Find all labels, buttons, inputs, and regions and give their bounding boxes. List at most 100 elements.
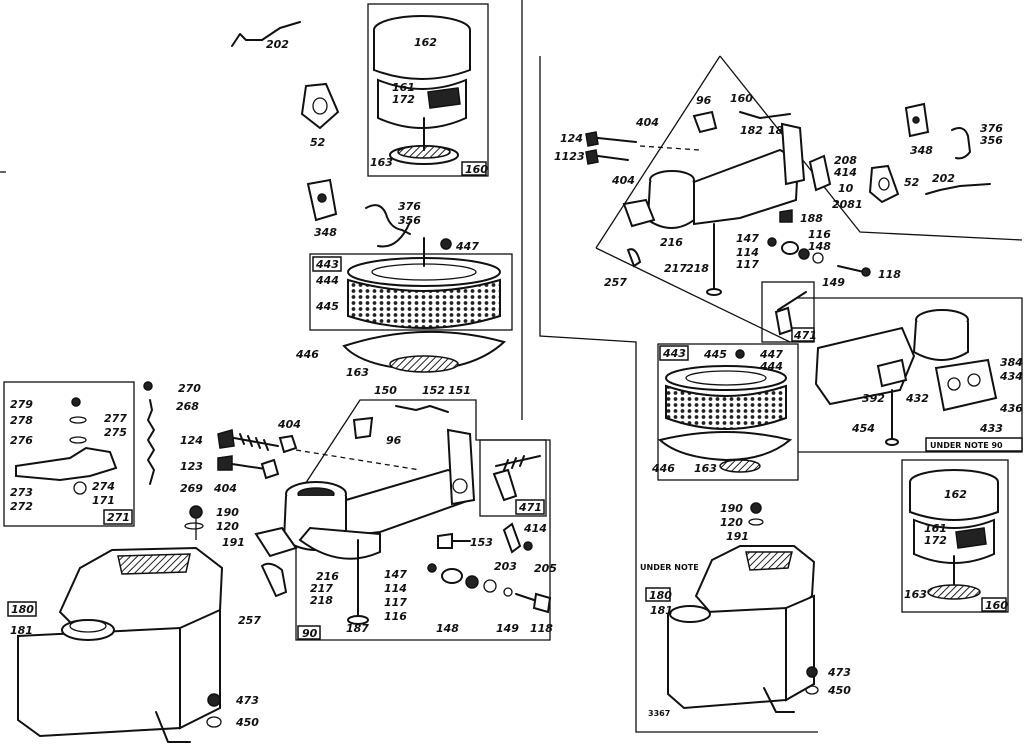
part-271-throttle-assembly: 279 278 277 276 275 273 274 272 171 271 — [3, 381, 135, 527]
label-96: 96 — [386, 434, 402, 447]
label-404b: 404 — [213, 482, 237, 495]
right-carburetor-under-note-90: 384 434 392 432 436 433 454 UNDER NOTE 9… — [798, 297, 1023, 453]
part-90-carburetor-assembly: 150 152 151 96 404 124 123 404 187 216 2… — [180, 384, 557, 641]
label-r148: 148 — [808, 240, 831, 253]
right-air-filter-assembly: 443 445 447 444 446 163 — [651, 343, 799, 481]
label-r444: 444 — [759, 360, 783, 373]
label-r2081: 2081 — [832, 198, 863, 211]
label-218: 218 — [310, 594, 333, 607]
label-268: 268 — [176, 400, 199, 413]
part-446-base: 446 163 — [295, 330, 506, 379]
part-473-450-left: 473 450 — [206, 693, 259, 729]
label-r376: 376 — [980, 122, 1003, 135]
part-160-aircleaner-assembly: 162 161 172 163 160 — [367, 3, 489, 177]
label-r191: 191 — [726, 530, 749, 543]
label-r190: 190 — [720, 502, 743, 515]
label-r160: 160 — [730, 92, 753, 105]
label-151: 151 — [448, 384, 471, 397]
label-r163b: 163 — [904, 588, 927, 601]
label-118: 118 — [530, 622, 553, 635]
label-277: 277 — [104, 412, 127, 425]
label-147: 147 — [384, 568, 407, 581]
label-r120: 120 — [720, 516, 743, 529]
label-152: 152 — [422, 384, 445, 397]
label-273: 273 — [10, 486, 33, 499]
label-r208: 208 — [834, 154, 857, 167]
label-r445: 445 — [703, 348, 727, 361]
label-276: 276 — [10, 434, 33, 447]
label-180: 180 — [11, 603, 34, 616]
label-117: 117 — [384, 596, 407, 609]
label-202: 202 — [266, 38, 289, 51]
right-fuel-tank: 190 120 191 UNDER NOTE 180 181 473 450 3… — [640, 502, 851, 718]
label-269: 269 — [180, 482, 203, 495]
part-443-air-filter-assembly: 447 443 444 445 — [309, 237, 513, 331]
right-aircleaner-cup-160: 162 161 172 163 160 — [901, 459, 1009, 613]
label-148: 148 — [436, 622, 459, 635]
label-r1123: 1123 — [554, 150, 585, 163]
label-r414: 414 — [833, 166, 857, 179]
label-274: 274 — [92, 480, 115, 493]
label-r149: 149 — [822, 276, 845, 289]
label-279: 279 — [10, 398, 33, 411]
label-446: 446 — [295, 348, 319, 361]
label-r433: 433 — [979, 422, 1003, 435]
label-205: 205 — [534, 562, 557, 575]
label-187: 187 — [346, 622, 369, 635]
part-268-governor-spring: 270 268 269 — [143, 381, 203, 495]
label-r432: 432 — [905, 392, 929, 405]
label-275: 275 — [104, 426, 127, 439]
label-271: 271 — [107, 511, 130, 524]
label-114: 114 — [384, 582, 407, 595]
label-r257: 257 — [604, 276, 627, 289]
label-r118: 118 — [878, 268, 901, 281]
label-r161: 161 — [924, 522, 947, 535]
label-r10: 10 — [838, 182, 854, 195]
label-217: 217 — [310, 582, 333, 595]
right-section-border — [539, 55, 1023, 733]
label-r114: 114 — [736, 246, 759, 259]
label-r384: 384 — [1000, 356, 1023, 369]
label-450: 450 — [235, 716, 259, 729]
label-r117: 117 — [736, 258, 759, 271]
label-278: 278 — [10, 414, 33, 427]
label-r90box: UNDER NOTE 90 — [930, 441, 1003, 450]
label-445: 445 — [315, 300, 339, 313]
part-180-fuel-tank: 180 181 — [7, 546, 224, 743]
label-257: 257 — [238, 614, 261, 627]
label-r404b: 404 — [611, 174, 635, 187]
label-r3367: 3367 — [648, 709, 670, 718]
label-447: 447 — [455, 240, 479, 253]
label-123: 123 — [180, 460, 203, 473]
label-124: 124 — [180, 434, 203, 447]
label-r182: 182 — [740, 124, 763, 137]
label-52: 52 — [310, 136, 326, 149]
right-top-small-parts: 52 202 348 376 356 — [868, 102, 1003, 204]
label-r52: 52 — [904, 176, 920, 189]
label-r188: 188 — [800, 212, 823, 225]
label-348: 348 — [314, 226, 337, 239]
label-r116: 116 — [808, 228, 831, 241]
label-160: 160 — [465, 163, 488, 176]
label-r162: 162 — [944, 488, 967, 501]
label-r447: 447 — [759, 348, 783, 361]
part-190-191-screws: 190 120 191 — [184, 505, 245, 549]
label-r202: 202 — [932, 172, 955, 185]
label-414: 414 — [523, 522, 547, 535]
part-202-choke-link: 202 — [231, 21, 301, 51]
label-r147: 147 — [736, 232, 759, 245]
label-r436: 436 — [999, 402, 1023, 415]
label-272: 272 — [10, 500, 33, 513]
label-r473: 473 — [827, 666, 851, 679]
label-r446: 446 — [651, 462, 675, 475]
label-172: 172 — [392, 93, 415, 106]
label-r450: 450 — [827, 684, 851, 697]
label-443: 443 — [315, 258, 339, 271]
label-471: 471 — [518, 501, 542, 514]
right-carburetor-assembly: 96 160 182 181 404 124 1123 404 216 217 … — [554, 92, 901, 343]
label-r356: 356 — [980, 134, 1003, 147]
label-r217: 217 — [664, 262, 687, 275]
label-191: 191 — [222, 536, 245, 549]
label-r404: 404 — [635, 116, 659, 129]
